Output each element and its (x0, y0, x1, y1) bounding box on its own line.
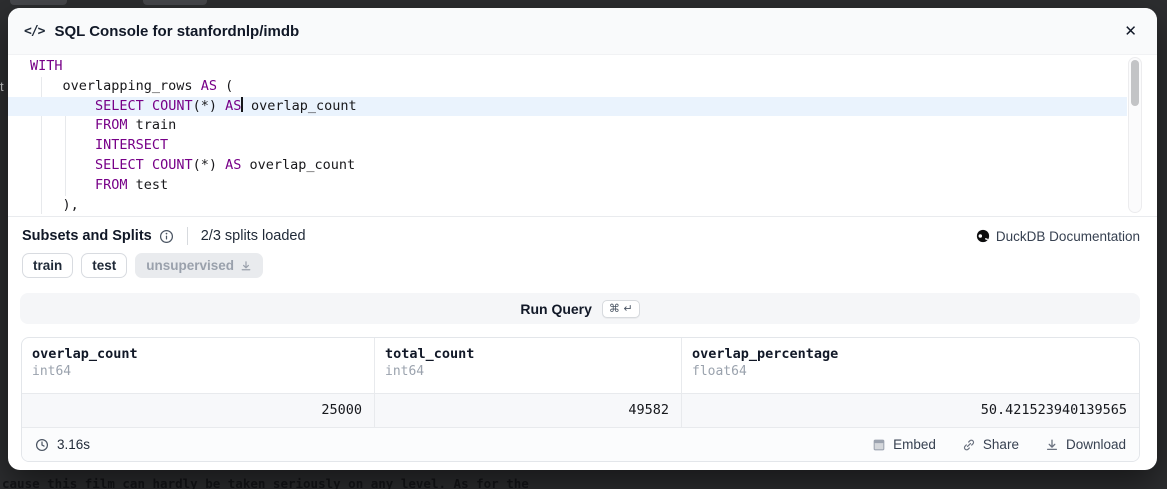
close-icon[interactable]: ✕ (1124, 23, 1137, 40)
result-cell: 25000 (22, 394, 375, 427)
background-fragment (10, 0, 67, 5)
sql-text: (*) (192, 97, 226, 114)
duckdb-logo-icon (976, 229, 990, 243)
sql-text (30, 117, 95, 133)
results-footer: 3.16s Embed Share (22, 428, 1139, 461)
sql-text: (*) (192, 156, 226, 173)
sql-text: ), (30, 196, 79, 213)
code-line[interactable]: INTERSECT (8, 136, 1127, 156)
split-pill-train[interactable]: train (22, 253, 74, 278)
run-query-label: Run Query (520, 300, 592, 317)
result-actions: Embed Share Download (846, 437, 1126, 452)
column-type: int64 (385, 364, 425, 379)
code-line[interactable]: FROM test (8, 176, 1127, 196)
background-fragment (143, 0, 207, 5)
embed-button[interactable]: Embed (872, 437, 936, 452)
query-duration-value: 3.16s (57, 437, 91, 452)
query-results-card: overlap_count int64 total_count int64 ov… (21, 337, 1140, 462)
column-header: total_count int64 (375, 338, 682, 393)
column-header: overlap_count int64 (22, 338, 375, 393)
column-name: overlap_count (32, 346, 138, 362)
indent-guide (65, 97, 66, 196)
sql-keyword: SELECT (95, 97, 144, 114)
code-line[interactable]: ), (8, 196, 1127, 216)
divider (186, 227, 188, 245)
download-icon (1045, 438, 1059, 452)
sql-text (30, 98, 95, 114)
sql-text (30, 177, 95, 193)
download-button[interactable]: Download (1045, 437, 1126, 452)
share-icon (962, 438, 976, 452)
split-pill-unsupervised[interactable]: unsupervised (135, 253, 264, 278)
splits-loaded-status: 2/3 splits loaded (200, 228, 306, 244)
modal-header: </> SQL Console for stanfordnlp/imdb ✕ (8, 8, 1157, 55)
sql-keyword: AS (225, 97, 242, 114)
keyboard-shortcut-badge: ⌘ ↵ (601, 299, 640, 318)
sql-keyword: FROM (95, 176, 128, 193)
sql-console-modal: </> SQL Console for stanfordnlp/imdb ✕ W… (8, 8, 1157, 470)
editor-scrollbar-thumb[interactable] (1131, 60, 1139, 106)
embed-icon (872, 438, 886, 452)
subsets-heading: Subsets and Splits (22, 228, 152, 244)
clock-icon (35, 438, 49, 452)
sql-text: ( (216, 77, 234, 94)
column-name: total_count (385, 346, 475, 362)
sql-text (144, 157, 152, 173)
modal-title: SQL Console for stanfordnlp/imdb (54, 22, 300, 40)
code-line[interactable]: SELECT COUNT(*) AS overlap_count (8, 156, 1127, 176)
result-cell: 50.421523940139565 (980, 402, 1127, 418)
background-text-fragment: t (0, 79, 4, 94)
sql-text (144, 98, 152, 114)
results-data-row: 25000 49582 50.421523940139565 (22, 393, 1139, 428)
code-line[interactable]: WITH (8, 57, 1127, 77)
duckdb-documentation-label: DuckDB Documentation (995, 228, 1140, 244)
sql-keyword: AS (225, 156, 242, 173)
duckdb-documentation-link[interactable]: DuckDB Documentation (976, 229, 1140, 244)
editor-scrollbar-track[interactable] (1128, 57, 1142, 213)
code-line[interactable]: FROM train (8, 116, 1127, 136)
info-icon[interactable] (159, 229, 174, 244)
sql-text: overlapping_rows (30, 77, 201, 94)
embed-label: Embed (893, 437, 936, 452)
text-cursor (241, 96, 243, 112)
sql-keyword: COUNT (151, 156, 193, 173)
sql-text: test (127, 176, 169, 193)
sql-text (30, 157, 95, 173)
sql-keyword: AS (200, 77, 217, 94)
column-type: float64 (692, 364, 747, 379)
code-icon: </> (24, 23, 46, 39)
result-cell: 49582 (375, 394, 682, 427)
sql-keyword: FROM (95, 117, 128, 134)
run-query-button[interactable]: Run Query ⌘ ↵ (20, 293, 1140, 324)
code-line[interactable]: overlapping_rows AS ( (8, 77, 1127, 97)
sql-code-editor[interactable]: WITH overlapping_rows AS ( SELECT COUNT(… (8, 55, 1157, 217)
sql-text (30, 137, 95, 153)
code-editor-lines: WITH overlapping_rows AS ( SELECT COUNT(… (8, 57, 1157, 215)
sql-keyword: COUNT (151, 97, 193, 114)
split-pill-test[interactable]: test (81, 253, 128, 278)
sql-keyword: SELECT (95, 156, 144, 173)
column-type: int64 (32, 364, 72, 379)
split-pill-label: unsupervised (146, 258, 235, 273)
share-label: Share (982, 437, 1019, 452)
column-name: overlap_percentage (692, 346, 839, 362)
splits-row: train test unsupervised (22, 253, 264, 278)
query-duration: 3.16s (35, 437, 90, 452)
background-page-text: cause this film can hardly be taken seri… (2, 476, 529, 489)
sql-text: overlap_count (241, 156, 356, 173)
download-label: Download (1065, 437, 1126, 452)
sql-keyword: INTERSECT (95, 137, 169, 154)
code-line[interactable]: SELECT COUNT(*) AS overlap_count (8, 96, 1127, 117)
download-split-icon (240, 260, 252, 272)
sql-text: train (127, 117, 177, 134)
results-header-row: overlap_count int64 total_count int64 ov… (22, 338, 1139, 393)
column-header: overlap_percentage float64 (682, 338, 1139, 393)
share-button[interactable]: Share (962, 437, 1019, 452)
sql-keyword: WITH (30, 58, 63, 74)
sql-text: overlap_count (242, 97, 357, 114)
indent-guide (41, 77, 42, 214)
subsets-meta-row: Subsets and Splits 2/3 splits loaded Duc… (22, 222, 1140, 250)
